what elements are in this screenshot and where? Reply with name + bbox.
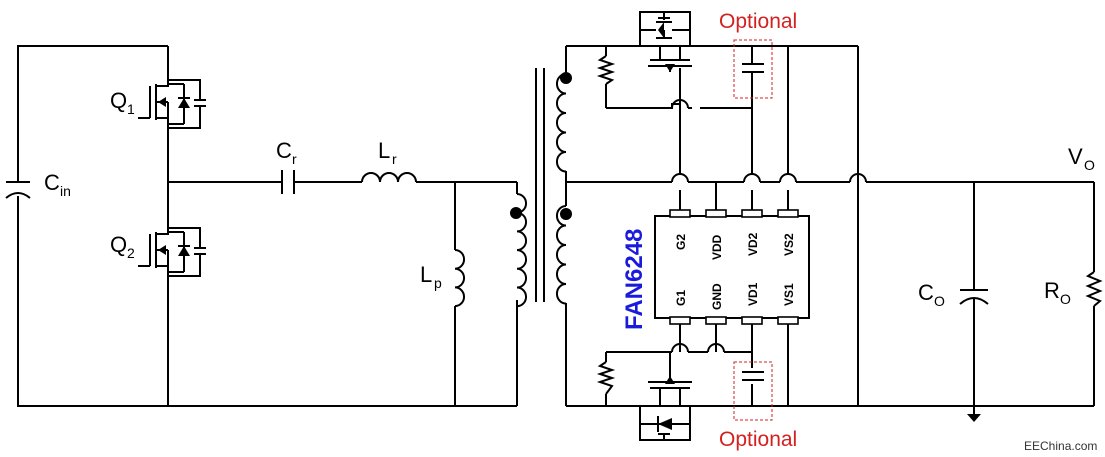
ro-sub: O [1060, 291, 1071, 307]
sync-mosfet-bottom [639, 352, 692, 441]
lr-sub: r [392, 151, 397, 167]
pin-vs1: VS1 [782, 283, 796, 306]
q2-label: Q [110, 232, 127, 257]
input-capacitor [5, 181, 31, 199]
q1-sub: 1 [127, 101, 135, 117]
q1-label: Q [110, 88, 127, 113]
gate-resistor-top [596, 55, 616, 85]
pin-vd2: VD2 [746, 232, 760, 256]
pin-vd1: VD1 [746, 282, 760, 306]
watermark: EEChina.com [1024, 439, 1097, 453]
resonant-capacitor [281, 170, 295, 194]
ic-name: FAN6248 [621, 229, 648, 330]
optional-cap-top [733, 39, 773, 99]
co-label: C [918, 280, 934, 305]
lr-label: L [378, 138, 390, 163]
secondary-wiring [565, 45, 1095, 422]
gate-resistor-bottom [596, 361, 616, 395]
cr-label: C [276, 138, 292, 163]
ro-label: R [1044, 278, 1060, 303]
sync-mosfet-top [639, 11, 692, 72]
output-resistor [1085, 271, 1103, 307]
lp-label: L [420, 262, 432, 287]
q2-sub: 2 [127, 245, 135, 261]
optional-label-top: Optional [719, 10, 797, 33]
pin-gnd: GND [710, 283, 724, 310]
output-capacitor [959, 289, 989, 305]
pin-vs2: VS2 [782, 233, 796, 256]
vo-label: V [1068, 144, 1083, 169]
vo-sub: O [1084, 157, 1095, 173]
pin-g2: G2 [674, 234, 688, 250]
primary-wiring [17, 45, 518, 407]
transformer [510, 68, 572, 308]
ic-fan6248 [654, 209, 810, 325]
cr-sub: r [292, 151, 297, 167]
magnetizing-inductor [454, 249, 466, 308]
co-sub: O [934, 293, 945, 309]
mosfet-q2 [138, 227, 206, 277]
pin-vdd: VDD [710, 234, 724, 260]
cin-sub: in [60, 183, 71, 199]
optional-cap-bottom [733, 361, 773, 421]
cin-label: C [44, 170, 60, 195]
lp-sub: p [434, 275, 442, 291]
optional-label-bottom: Optional [719, 428, 797, 451]
resonant-inductor [361, 172, 417, 183]
mosfet-q1 [138, 79, 206, 129]
pin-g1: G1 [674, 290, 688, 306]
